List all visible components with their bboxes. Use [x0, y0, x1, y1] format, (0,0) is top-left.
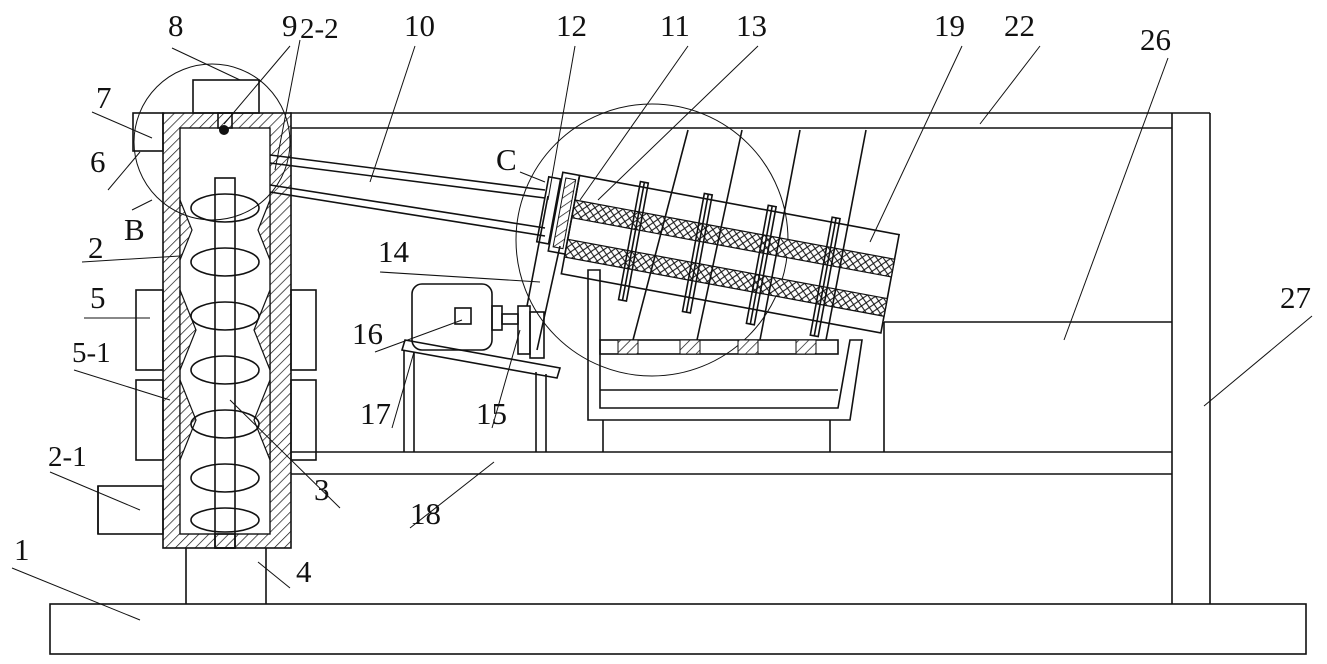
label-10: 10: [404, 8, 435, 43]
rakes: [632, 129, 867, 341]
label-26: 26: [1140, 22, 1171, 57]
label-22: 22: [1004, 8, 1035, 43]
base-plate: [49, 603, 1307, 655]
label-17: 17: [360, 396, 391, 431]
label-b: B: [124, 212, 145, 247]
label-3: 3: [314, 472, 330, 507]
label-12: 12: [556, 8, 587, 43]
label-5-1: 5-1: [72, 337, 111, 369]
chute: [269, 154, 546, 237]
label-4: 4: [296, 554, 312, 589]
label-16: 16: [352, 316, 383, 351]
label-15: 15: [476, 396, 507, 431]
leader-lines: [11, 39, 1313, 621]
label-2-1: 2-1: [48, 441, 87, 473]
spike-rods: [617, 180, 841, 338]
screw-spiral: [190, 193, 260, 533]
label-5: 5: [90, 280, 106, 315]
ball-valve: [219, 125, 229, 135]
label-1: 1: [14, 532, 30, 567]
label-13: 13: [736, 8, 767, 43]
frame: [185, 112, 1211, 604]
label-6: 6: [90, 144, 106, 179]
label-9: 9: [282, 8, 298, 43]
label-19: 19: [934, 8, 965, 43]
label-8: 8: [168, 8, 184, 43]
label-14: 14: [378, 234, 410, 269]
label-18: 18: [410, 496, 441, 531]
label-2-2: 2-2: [300, 13, 339, 45]
detail-circle-b: [133, 63, 291, 221]
screen-drum: [535, 171, 901, 338]
collection-tray: [587, 269, 863, 452]
part-labels: 1 2 2-1 2-2 3 4 5 5-1 6 7 8 9 10 11 12 1…: [14, 8, 1311, 589]
label-27: 27: [1280, 280, 1311, 315]
motor-assembly: [400, 195, 562, 452]
screw-column: [97, 79, 317, 549]
label-7: 7: [96, 80, 112, 115]
label-2: 2: [88, 230, 104, 265]
label-c: C: [496, 142, 517, 177]
label-11: 11: [660, 8, 690, 43]
